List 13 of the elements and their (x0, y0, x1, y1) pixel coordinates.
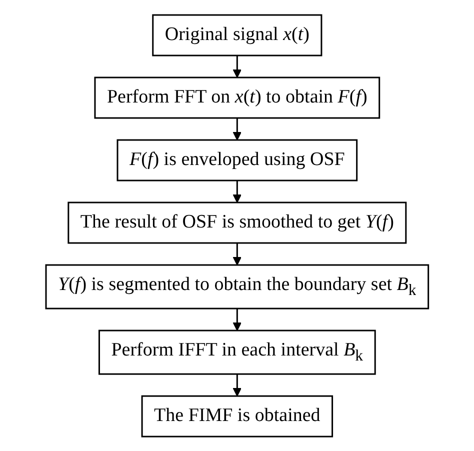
node-box: F(f) is enveloped using OSF (116, 138, 358, 181)
arrow (232, 308, 242, 331)
node-box: The result of OSF is smoothed to get Y(f) (68, 201, 406, 244)
node-box: The FIMF is obtained (141, 395, 333, 438)
node-box: Perform FFT on x(t) to obtain F(f) (94, 76, 380, 118)
node-box: Y(f) is segmented to obtain the boundary set B$_{k}$ (45, 264, 429, 309)
arrow (232, 242, 242, 266)
arrow (232, 374, 242, 396)
arrow (232, 180, 242, 203)
arrow (232, 118, 242, 140)
node-box: Perform IFFT in each interval B$_{k}$ (98, 330, 376, 375)
node-box: Original signal x(t) (152, 14, 322, 56)
arrow (232, 55, 242, 78)
